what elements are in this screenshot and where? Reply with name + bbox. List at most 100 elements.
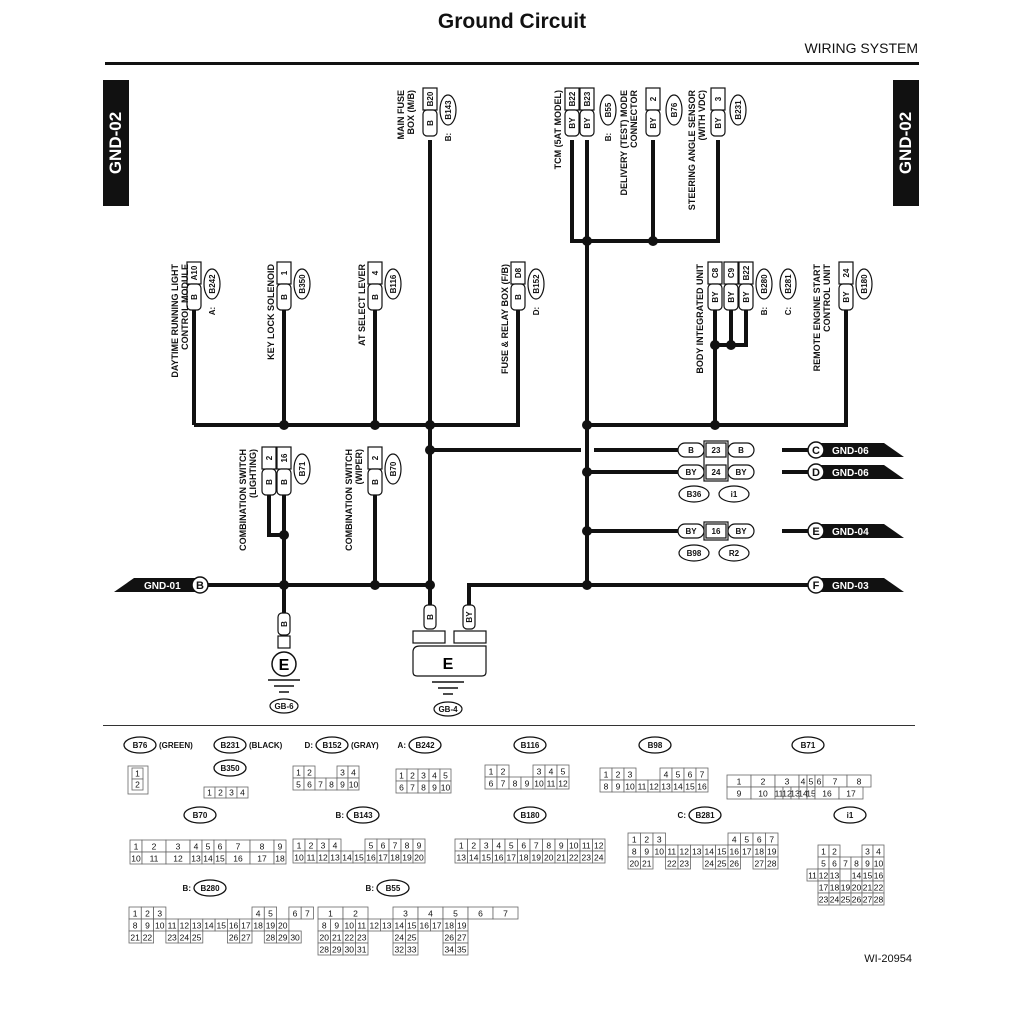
pin-label: 14 (469, 853, 479, 863)
pin-label: 10 (534, 779, 544, 789)
pin-label: 8 (513, 779, 518, 789)
connector-color-note: (GRAY) (351, 741, 379, 750)
pin-cell (839, 868, 852, 882)
pin-label: 16 (420, 921, 430, 931)
offpage-label: GND-04 (832, 527, 869, 538)
connector-id-oval (315, 736, 349, 754)
junction-dot (279, 530, 289, 540)
pin-label: 3 (628, 770, 633, 780)
wire-color-box (261, 468, 277, 496)
connector-prefix: A: (398, 741, 406, 750)
junction-dot (648, 236, 658, 246)
connector-view-b231: B231(BLACK) (213, 736, 283, 754)
component-label: FUSE & RELAY BOX (F/B) (500, 264, 510, 374)
pin-label: 2 (616, 770, 621, 780)
pin-label: 4 (256, 909, 261, 919)
pin-label: 10 (655, 847, 665, 857)
pin-label: 17 (507, 853, 517, 863)
junction-dot (279, 580, 289, 590)
pin-label: 9 (559, 841, 564, 851)
pin-label: 22 (667, 859, 677, 869)
offpage-letter: D (812, 467, 820, 479)
connector-id-oval (665, 94, 683, 126)
pin-label: 13 (830, 871, 840, 881)
junction-dot (582, 580, 592, 590)
pin-label: 4 (732, 835, 737, 845)
junction-dot (370, 420, 380, 430)
pin-label: 12 (594, 841, 604, 851)
pin-label: 28 (266, 933, 276, 943)
pin-label: 1 (459, 841, 464, 851)
connector-id-oval (193, 879, 227, 897)
pin-cell (640, 856, 654, 870)
pin-label: 9 (417, 841, 422, 851)
joint-right-color: BY (735, 527, 747, 536)
pin-label: 27 (755, 859, 765, 869)
joint-right-color-box (727, 523, 755, 539)
connector-id-oval (293, 268, 311, 300)
junction-dot (582, 420, 592, 430)
pin-label: 16 (874, 871, 884, 881)
connector-id: B231 (734, 100, 743, 120)
pin-label: 10 (569, 841, 579, 851)
connector-id-oval (346, 806, 380, 824)
pin-label: 12 (370, 921, 380, 931)
pin-label: 1 (399, 771, 404, 781)
pin-label: 1 (489, 767, 494, 777)
pin-label: 10 (625, 782, 635, 792)
connector-prefix: B: (183, 884, 191, 893)
pin-label: 2 (410, 771, 415, 781)
pin-label: 29 (278, 933, 288, 943)
connector-id: B55 (386, 884, 401, 893)
pin-label: 2 (135, 780, 140, 790)
pin-label: 4 (801, 777, 806, 787)
connector-id-oval (791, 736, 825, 754)
joint-left-color-box (677, 442, 705, 458)
pin-label: 9 (737, 789, 742, 799)
connector-id: B281 (784, 274, 793, 294)
connector-id: B98 (648, 741, 663, 750)
pin-label: 11 (547, 779, 556, 789)
pin-label: 19 (457, 921, 467, 931)
pin-label: 4 (240, 788, 245, 798)
pin-cell (300, 906, 314, 920)
pin-label: 3 (340, 768, 345, 778)
pin-label: 4 (333, 841, 338, 851)
connector-id: B70 (389, 461, 398, 476)
pin-label: 10 (345, 921, 355, 931)
wire-color-box (510, 283, 526, 311)
ground-lug (277, 635, 291, 649)
connector-id-oval (833, 806, 867, 824)
pin-label: 5 (443, 771, 448, 781)
pin-label: 19 (841, 883, 851, 893)
connector-id-oval (384, 453, 402, 485)
pin-label: 3 (657, 835, 662, 845)
offpage-arrow-shape (818, 443, 904, 457)
wire-color: BY (714, 117, 723, 129)
pin-cell (677, 856, 691, 870)
junction-dots (279, 236, 736, 590)
pin-label: 6 (399, 783, 404, 793)
side-tab-left: GND-02 (103, 80, 129, 206)
pin-label: 3 (785, 777, 790, 787)
pin-label: 3 (321, 841, 326, 851)
pin-label: 9 (644, 847, 649, 857)
pin-number: 24 (842, 268, 851, 277)
pin-label: 2 (309, 841, 314, 851)
pin-number: 2 (371, 455, 380, 460)
component-label: COMBINATION SWITCH (238, 449, 248, 551)
component-label: BODY INTEGRATED UNIT (695, 263, 705, 373)
offpage-arrow-shape (818, 524, 904, 538)
component-label: CONTROL UNIT (822, 264, 832, 332)
pin-label: 4 (428, 909, 433, 919)
pin-label: 2 (152, 842, 157, 852)
junction-dot (279, 420, 289, 430)
joint-pin: 23 (712, 446, 721, 455)
wire-bus-top (194, 310, 520, 427)
pin-label: 28 (320, 945, 330, 955)
pin-label: 21 (642, 859, 652, 869)
